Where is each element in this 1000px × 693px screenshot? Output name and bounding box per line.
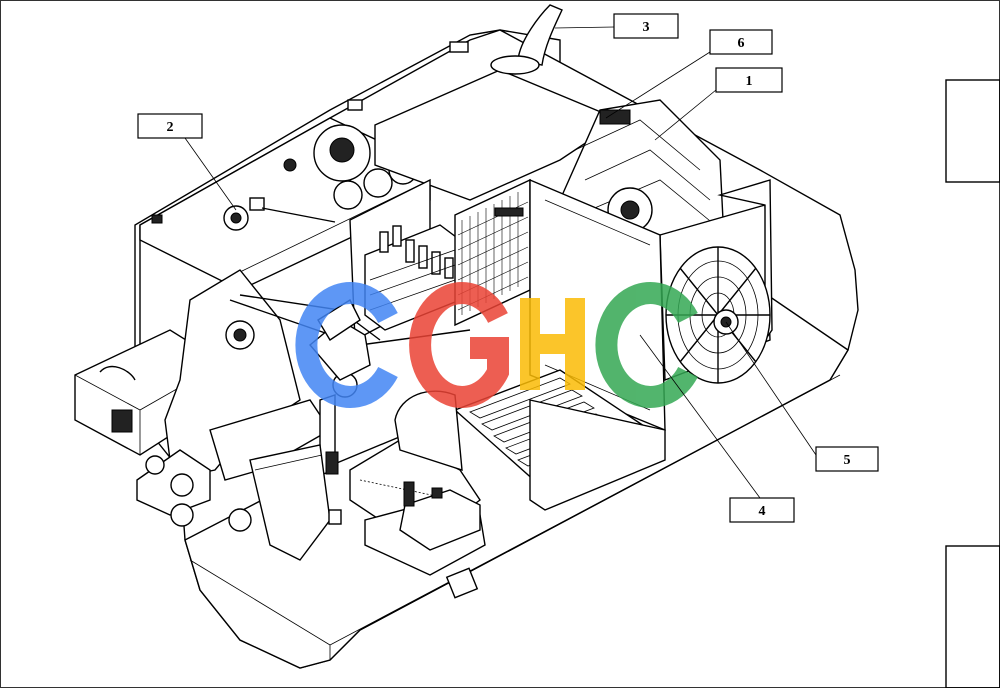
sensor-rod bbox=[261, 207, 336, 223]
left-switch bbox=[328, 509, 342, 525]
pivot-4 bbox=[170, 503, 194, 527]
pivot-5 bbox=[228, 508, 252, 532]
front-panel bbox=[529, 399, 666, 511]
hinge-top bbox=[449, 41, 469, 53]
callout-4-label: 4 bbox=[759, 504, 766, 519]
handle-bar bbox=[494, 207, 524, 217]
callout-3: 3 bbox=[613, 13, 679, 39]
filter-cap-center bbox=[329, 137, 355, 163]
leader-5 bbox=[725, 321, 817, 456]
step-handle bbox=[99, 365, 136, 381]
left-console bbox=[249, 444, 331, 561]
pivot-1-pin bbox=[233, 328, 247, 342]
watermark-letter-c1 bbox=[295, 282, 398, 408]
edge-tab-bottom bbox=[945, 545, 1000, 689]
valve-spools bbox=[379, 225, 454, 279]
leader-6 bbox=[605, 51, 711, 119]
pivot-3 bbox=[170, 473, 194, 497]
leader-2 bbox=[184, 137, 237, 211]
callout-5-label: 5 bbox=[844, 453, 851, 468]
leader-lines bbox=[184, 26, 817, 499]
hinge-left bbox=[347, 99, 363, 111]
leader-4 bbox=[639, 334, 761, 499]
callout-3-label: 3 bbox=[643, 20, 650, 35]
fuel-cap-center bbox=[230, 212, 242, 224]
callout-4: 4 bbox=[729, 497, 795, 523]
base-plate bbox=[445, 567, 479, 599]
callout-5: 5 bbox=[815, 446, 879, 472]
oil-cap bbox=[599, 109, 631, 125]
right-joystick bbox=[403, 481, 415, 507]
engine-compartment bbox=[349, 99, 773, 599]
base-edge bbox=[189, 374, 841, 660]
edge-tab-top bbox=[945, 79, 1000, 183]
joint-knuckle bbox=[317, 298, 361, 341]
breather bbox=[283, 158, 297, 172]
leader-3 bbox=[554, 26, 615, 29]
callout-1-label: 1 bbox=[746, 74, 753, 89]
boom-bracket bbox=[164, 269, 301, 476]
gauge-1 bbox=[333, 180, 363, 210]
callout-6: 6 bbox=[709, 29, 773, 55]
gauge-2 bbox=[363, 168, 393, 198]
step-lamp bbox=[111, 409, 133, 433]
watermark bbox=[295, 282, 698, 408]
level-sensor bbox=[249, 197, 265, 211]
console-edge bbox=[254, 454, 323, 471]
watermark-letter-g bbox=[409, 282, 509, 408]
pivot-6 bbox=[145, 455, 165, 475]
callout-2: 2 bbox=[137, 113, 203, 139]
operator-station bbox=[249, 390, 486, 576]
latch bbox=[151, 214, 163, 224]
callout-1: 1 bbox=[715, 67, 783, 93]
watermark-letter-h bbox=[520, 298, 585, 390]
right-console bbox=[399, 489, 481, 551]
pulley-hub bbox=[620, 200, 640, 220]
right-button bbox=[431, 487, 443, 499]
exhaust-stack bbox=[517, 4, 563, 66]
left-joystick bbox=[325, 451, 339, 475]
callout-6-label: 6 bbox=[738, 36, 745, 51]
exhaust-base bbox=[490, 55, 540, 75]
watermark-letter-c2 bbox=[595, 282, 698, 408]
callout-2-label: 2 bbox=[167, 120, 174, 135]
leader-1 bbox=[654, 89, 717, 141]
